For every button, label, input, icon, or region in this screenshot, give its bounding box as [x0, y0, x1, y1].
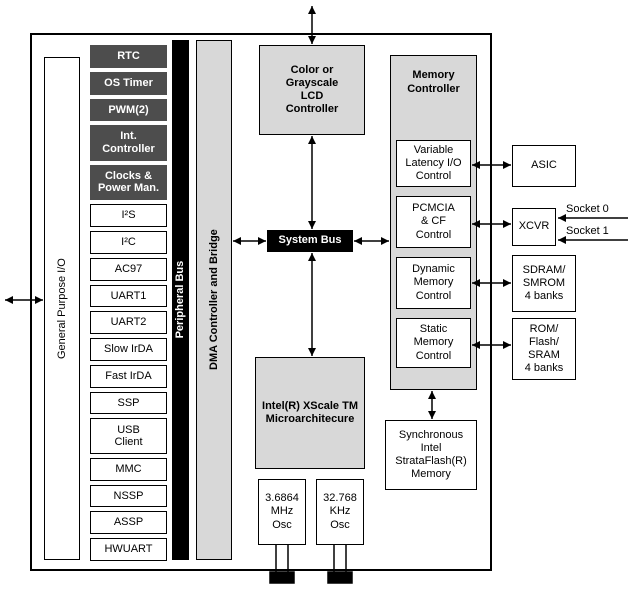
- asic-block: ASIC: [512, 145, 576, 187]
- peripheral-nssp: NSSP: [90, 484, 167, 508]
- peripheral-hwuart: HWUART: [90, 538, 167, 561]
- peripheral-mmc: MMC: [90, 457, 167, 481]
- peripheral-i2s: I²S: [90, 204, 167, 227]
- osc-32khz-block: 32.768 KHz Osc: [316, 479, 364, 545]
- dma-block: DMA Controller and Bridge: [196, 40, 232, 560]
- peripheral-uart1: UART1: [90, 284, 167, 308]
- pcmcia-cf-block: PCMCIA & CF Control: [396, 196, 471, 248]
- peripheral-clocks-power: Clocks & Power Man.: [90, 164, 167, 201]
- strataflash-block: Synchronous Intel StrataFlash(R) Memory: [385, 420, 477, 490]
- dma-label: DMA Controller and Bridge: [207, 229, 220, 371]
- socket0-label: Socket 0: [566, 203, 609, 215]
- peripheral-ac97: AC97: [90, 257, 167, 281]
- memory-controller-title: Memory Controller: [407, 69, 460, 95]
- peripheral-fast-irda: Fast IrDA: [90, 364, 167, 388]
- lcd-controller-block: Color or Grayscale LCD Controller: [259, 45, 365, 135]
- peripheral-os-timer: OS Timer: [90, 71, 167, 95]
- dynamic-memory-block: Dynamic Memory Control: [396, 257, 471, 309]
- peripheral-bus-bar: Peripheral Bus: [172, 40, 189, 560]
- socket1-label: Socket 1: [566, 225, 609, 237]
- rom-block: ROM/ Flash/ SRAM 4 banks: [512, 318, 576, 380]
- static-memory-block: Static Memory Control: [396, 318, 471, 368]
- system-bus-block: System Bus: [267, 230, 353, 252]
- peripheral-slow-irda: Slow IrDA: [90, 338, 167, 361]
- sdram-block: SDRAM/ SMROM 4 banks: [512, 255, 576, 312]
- peripheral-pwm: PWM(2): [90, 98, 167, 122]
- peripheral-ssp: SSP: [90, 391, 167, 415]
- variable-latency-io-block: Variable Latency I/O Control: [396, 140, 471, 187]
- peripheral-column: RTC OS Timer PWM(2) Int. Controller Cloc…: [90, 45, 167, 561]
- xcvr-block: XCVR: [512, 208, 556, 246]
- peripheral-assp: ASSP: [90, 511, 167, 535]
- peripheral-i2c: I²C: [90, 230, 167, 254]
- gpio-block: General Purpose I/O: [44, 57, 80, 560]
- peripheral-usb-client: USB Client: [90, 418, 167, 454]
- xscale-block: Intel(R) XScale TM Microarchitecure: [255, 357, 365, 469]
- osc-3mhz-block: 3.6864 MHz Osc: [258, 479, 306, 545]
- peripheral-uart2: UART2: [90, 311, 167, 335]
- gpio-label: General Purpose I/O: [55, 258, 68, 359]
- peripheral-int-controller: Int. Controller: [90, 125, 167, 161]
- peripheral-bus-label: Peripheral Bus: [173, 261, 186, 339]
- peripheral-rtc: RTC: [90, 45, 167, 68]
